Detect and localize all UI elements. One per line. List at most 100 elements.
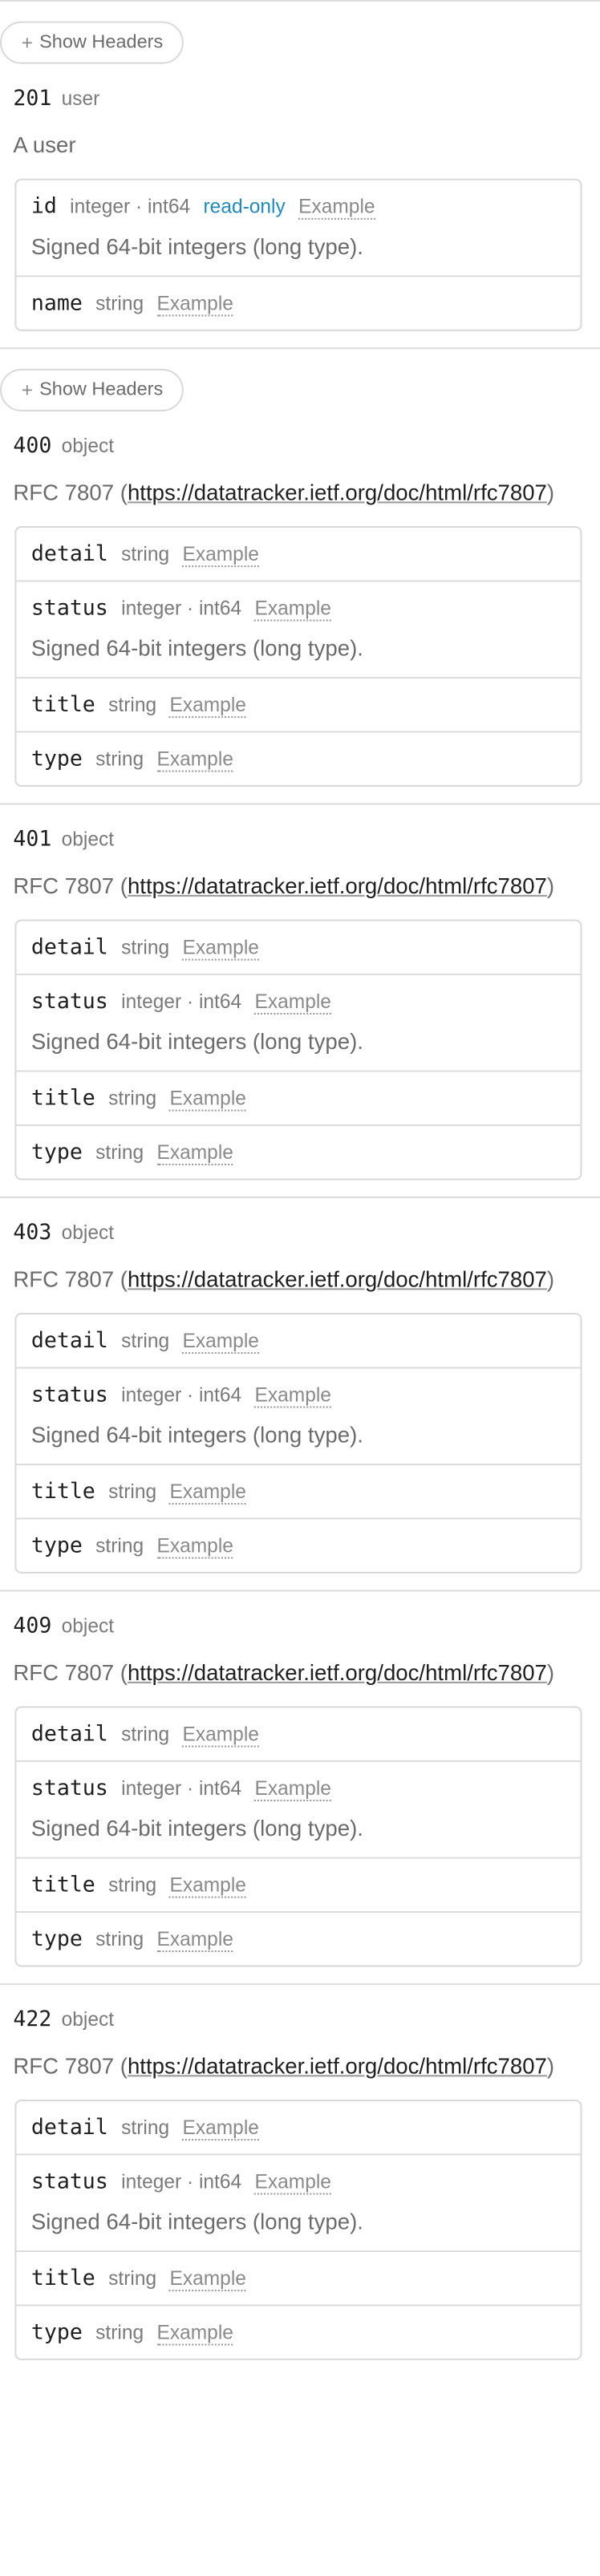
example-link[interactable]: Example — [254, 1383, 331, 1408]
read-only-badge: read-only — [203, 195, 286, 218]
response-description: RFC 7807 (https://datatracker.ietf.org/d… — [13, 2049, 586, 2084]
example-link[interactable]: Example — [156, 1927, 233, 1953]
property-detail: detail string Example — [16, 2101, 580, 2153]
properties-list: detail string Example status integer · i… — [14, 2099, 582, 2360]
example-link[interactable]: Example — [156, 2321, 233, 2346]
example-link[interactable]: Example — [169, 1087, 246, 1112]
property-name: detail — [30, 1722, 108, 1748]
property-name: status — [30, 2169, 108, 2195]
property-description: Signed 64-bit integers (long type). — [30, 1029, 363, 1055]
property-title: title string Example — [16, 1857, 581, 1911]
property-detail: detail string Example — [16, 1314, 580, 1367]
example-link[interactable]: Example — [254, 597, 331, 622]
rfc-link[interactable]: https://datatracker.ietf.org/doc/html/rf… — [127, 2053, 547, 2079]
property-type-field: type string Example — [16, 2304, 581, 2358]
property-description: Signed 64-bit integers (long type). — [30, 1422, 363, 1448]
description-text: ) — [546, 1266, 555, 1292]
response-type: object — [61, 828, 115, 851]
example-link[interactable]: Example — [169, 1480, 246, 1505]
property-type-field: type string Example — [16, 731, 581, 784]
example-link[interactable]: Example — [156, 747, 233, 772]
property-type: integer · int64 — [121, 1776, 242, 1800]
status-code: 403 — [13, 1221, 52, 1246]
property-type: integer · int64 — [121, 2169, 242, 2193]
show-headers-label: Show Headers — [39, 32, 164, 53]
status-code: 409 — [13, 1614, 52, 1639]
divider — [0, 347, 600, 350]
rfc-link[interactable]: https://datatracker.ietf.org/doc/html/rf… — [127, 480, 547, 505]
property-name: status — [30, 990, 108, 1015]
property-description: Signed 64-bit integers (long type). — [30, 234, 363, 259]
property-name: title — [30, 1086, 95, 1112]
responses-panel: + Show Headers 201 user A user id intege… — [0, 0, 600, 2360]
property-name: type — [30, 1533, 83, 1559]
example-link[interactable]: Example — [182, 1329, 259, 1355]
response-422: 422 object RFC 7807 (https://datatracker… — [0, 2008, 600, 2360]
description-text: ) — [546, 480, 555, 505]
property-id: id integer · int64 read-only Example Sig… — [16, 180, 580, 276]
divider — [0, 1590, 600, 1592]
example-link[interactable]: Example — [298, 195, 375, 220]
description-text: RFC 7807 ( — [13, 1660, 128, 1685]
example-link[interactable]: Example — [156, 1140, 233, 1166]
show-headers-button[interactable]: + Show Headers — [0, 21, 184, 64]
example-link[interactable]: Example — [182, 936, 259, 961]
example-link[interactable]: Example — [156, 1534, 233, 1559]
description-text: ) — [546, 2053, 555, 2079]
description-text: ) — [546, 873, 555, 898]
plus-icon: + — [21, 30, 33, 55]
description-text: RFC 7807 ( — [13, 1266, 128, 1292]
property-type: string — [95, 1140, 144, 1164]
rfc-link[interactable]: https://datatracker.ietf.org/doc/html/rf… — [127, 1660, 547, 1685]
example-link[interactable]: Example — [254, 2170, 331, 2195]
response-description: RFC 7807 (https://datatracker.ietf.org/d… — [13, 476, 586, 510]
properties-list: detail string Example status integer · i… — [14, 919, 582, 1181]
property-type-field: type string Example — [16, 1910, 581, 1965]
property-name: type — [30, 1140, 83, 1166]
properties-list: detail string Example status integer · i… — [14, 1313, 582, 1574]
property-status: status integer · int64 Example Signed 64… — [16, 580, 581, 677]
properties-list: detail string Example status integer · i… — [14, 1706, 582, 1967]
example-link[interactable]: Example — [254, 990, 331, 1015]
properties-list: id integer · int64 read-only Example Sig… — [14, 178, 582, 331]
property-detail: detail string Example — [16, 921, 580, 974]
response-description: RFC 7807 (https://datatracker.ietf.org/d… — [13, 869, 586, 903]
description-text: RFC 7807 ( — [13, 2053, 128, 2079]
example-link[interactable]: Example — [169, 693, 246, 719]
response-description: A user — [13, 132, 76, 158]
description-text: RFC 7807 ( — [13, 873, 128, 898]
property-type-field: type string Example — [16, 1124, 581, 1178]
response-description: RFC 7807 (https://datatracker.ietf.org/d… — [13, 1655, 586, 1690]
property-type: string — [95, 1927, 144, 1951]
property-detail: detail string Example — [16, 1708, 580, 1760]
property-type: string — [121, 1722, 170, 1746]
property-name: id — [30, 195, 57, 220]
property-title: title string Example — [16, 1070, 581, 1124]
property-detail: detail string Example — [16, 528, 580, 580]
property-name: detail — [30, 935, 108, 961]
example-link[interactable]: Example — [254, 1776, 331, 1802]
property-type: string — [108, 1873, 157, 1897]
property-status: status integer · int64 Example Signed 64… — [16, 973, 581, 1071]
example-link[interactable]: Example — [182, 2116, 259, 2141]
rfc-link[interactable]: https://datatracker.ietf.org/doc/html/rf… — [127, 1266, 547, 1292]
example-link[interactable]: Example — [169, 1873, 246, 1898]
example-link[interactable]: Example — [182, 1723, 259, 1748]
example-link[interactable]: Example — [156, 292, 233, 317]
property-type: string — [121, 542, 170, 566]
example-link[interactable]: Example — [182, 542, 259, 568]
property-type: string — [95, 2320, 144, 2344]
example-link[interactable]: Example — [169, 2266, 246, 2292]
property-type: integer · int64 — [121, 596, 242, 620]
response-400: 400 object RFC 7807 (https://datatracker… — [0, 435, 600, 787]
rfc-link[interactable]: https://datatracker.ietf.org/doc/html/rf… — [127, 873, 547, 898]
response-header: 201 user — [13, 87, 600, 111]
property-description: Signed 64-bit integers (long type). — [30, 1816, 363, 1841]
property-name: detail — [30, 1329, 108, 1355]
response-header: 409 object — [13, 1614, 600, 1639]
property-name: title — [30, 1873, 95, 1898]
property-name: status — [30, 596, 108, 622]
show-headers-button[interactable]: + Show Headers — [0, 368, 184, 411]
description-text: ) — [546, 1660, 555, 1685]
property-status: status integer · int64 Example Signed 64… — [16, 1367, 581, 1464]
